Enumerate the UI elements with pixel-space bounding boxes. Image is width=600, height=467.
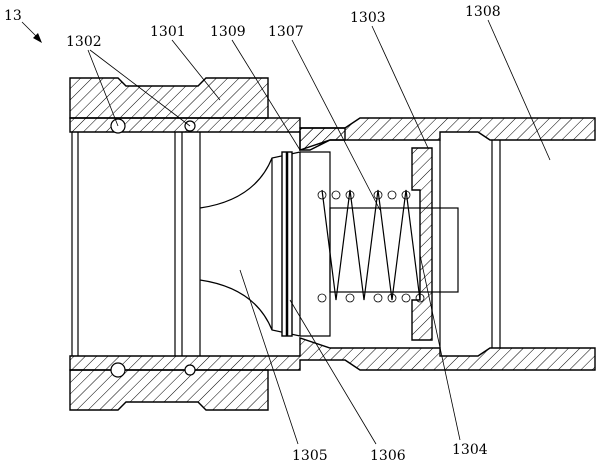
label-13: 13 xyxy=(4,8,42,43)
label-1302: 1302 xyxy=(66,34,191,127)
label-1303: 1303 xyxy=(350,10,429,149)
svg-text:1305: 1305 xyxy=(292,448,328,464)
svg-text:1309: 1309 xyxy=(210,24,246,40)
label-1309: 1309 xyxy=(210,24,301,151)
svg-text:1301: 1301 xyxy=(150,24,186,40)
svg-text:1306: 1306 xyxy=(370,448,406,464)
valve-core xyxy=(199,151,301,337)
label-1306: 1306 xyxy=(289,299,406,464)
svg-text:1308: 1308 xyxy=(465,4,501,20)
ball-bottom-left xyxy=(110,362,126,378)
valve-stem xyxy=(329,207,459,293)
coupling-sleeve-bottom xyxy=(69,369,269,411)
coupling-sleeve-top xyxy=(69,77,269,119)
label-1307: 1307 xyxy=(268,24,381,211)
svg-text:13: 13 xyxy=(4,8,22,24)
label-1305: 1305 xyxy=(239,269,328,464)
body-wall-bottom xyxy=(69,337,596,371)
label-1308: 1308 xyxy=(465,4,551,161)
valve-seat-top xyxy=(299,127,346,151)
label-1304: 1304 xyxy=(419,254,488,458)
svg-text:1307: 1307 xyxy=(268,24,304,40)
ball-bottom-right xyxy=(184,364,196,376)
svg-text:1302: 1302 xyxy=(66,34,102,50)
svg-text:1303: 1303 xyxy=(350,10,386,26)
spring xyxy=(317,189,425,303)
label-1301: 1301 xyxy=(150,24,221,101)
svg-text:1304: 1304 xyxy=(452,442,488,458)
spring-seat xyxy=(411,147,433,341)
